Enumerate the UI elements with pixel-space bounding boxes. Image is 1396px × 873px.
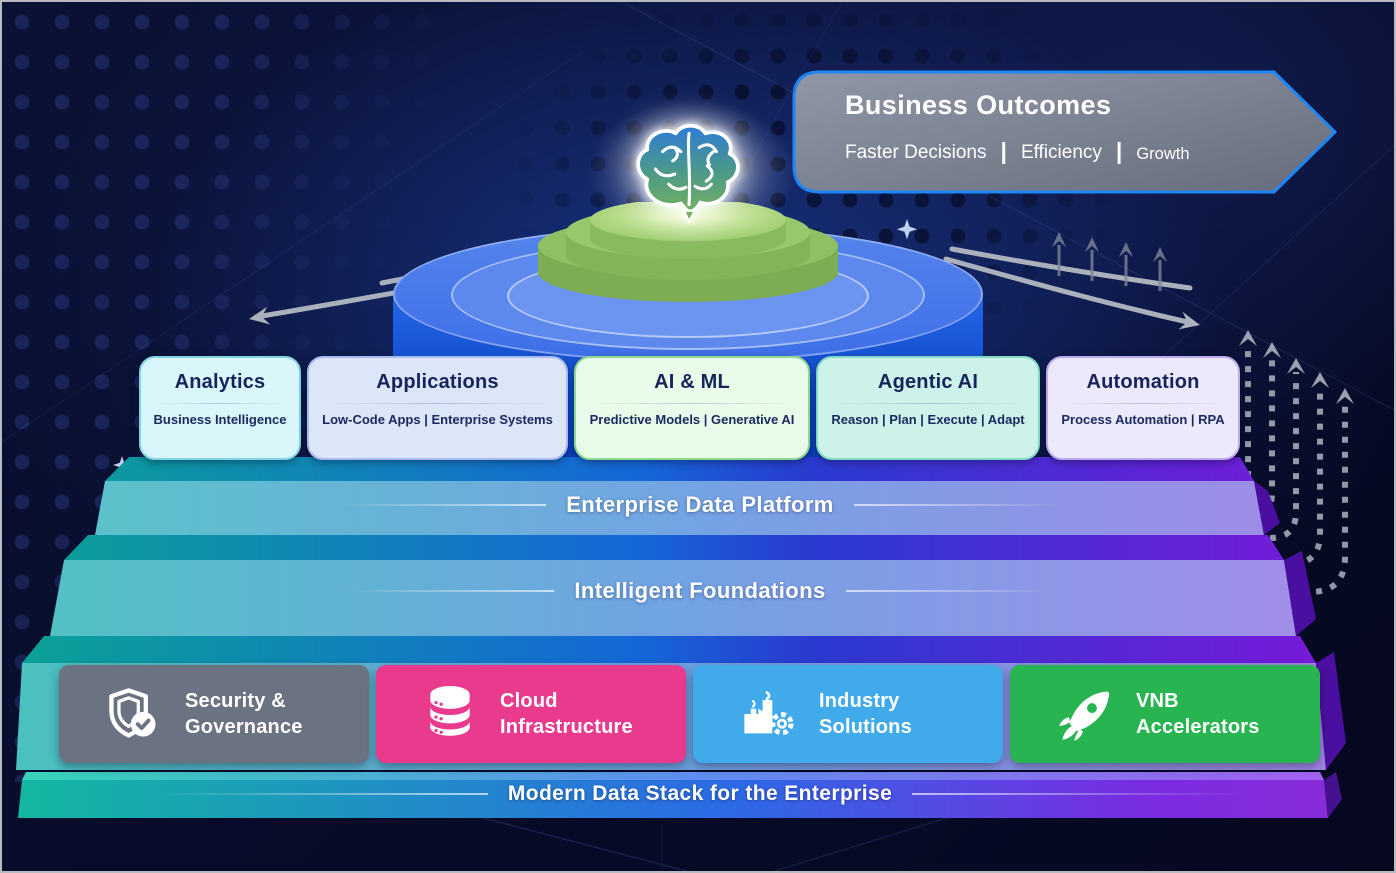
banner-item: Growth: [1136, 145, 1190, 163]
box-label: Security & Governance: [185, 688, 303, 740]
box-industry-solutions: Industry Solutions: [693, 665, 1003, 763]
card-title: Agentic AI: [877, 371, 979, 393]
intelligent-foundations-label: Intelligent Foundations: [2, 578, 1394, 604]
box-label-line2: Infrastructure: [500, 716, 633, 738]
box-label-line2: Accelerators: [1136, 716, 1260, 738]
card-title: AI & ML: [654, 371, 730, 393]
box-label-line2: Governance: [185, 716, 303, 738]
card-automation: Automation Process Automation | RPA: [1046, 356, 1240, 460]
banner-title: Business Outcomes: [845, 90, 1112, 120]
card-subtitle: Process Automation | RPA: [1061, 412, 1225, 427]
banner-item: Faster Decisions: [845, 141, 987, 163]
card-ai-ml: AI & ML Predictive Models | Generative A…: [574, 356, 810, 460]
enterprise-data-platform-label: Enterprise Data Platform: [2, 492, 1394, 518]
card-divider: [1062, 403, 1224, 404]
card-subtitle: Reason | Plan | Execute | Adapt: [831, 412, 1025, 427]
up-arrows: [1052, 232, 1167, 291]
dashed-flow-arrowheads: [1239, 330, 1354, 404]
banner-items: Faster Decisions | Efficiency | Growth: [845, 138, 1190, 166]
banner-item: Efficiency: [1020, 141, 1102, 163]
baseline-label: Modern Data Stack for the Enterprise: [2, 782, 1394, 806]
factory-icon: [744, 691, 794, 736]
card-divider: [832, 403, 1024, 404]
brain-icon: [636, 123, 740, 224]
card-agentic-ai: Agentic AI Reason | Plan | Execute | Ada…: [816, 356, 1040, 460]
card-analytics: Analytics Business Intelligence: [139, 356, 301, 460]
banner-separator: |: [1000, 138, 1007, 164]
box-cloud-infrastructure: Cloud Infrastructure: [376, 665, 686, 763]
card-subtitle: Predictive Models | Generative AI: [589, 412, 795, 427]
box-label: Industry Solutions: [819, 688, 912, 740]
box-label-line1: Security &: [185, 690, 286, 712]
box-label: Cloud Infrastructure: [500, 688, 633, 740]
box-security-governance: Security & Governance: [59, 665, 369, 763]
box-label-line2: Solutions: [819, 716, 912, 738]
card-title: Analytics: [174, 371, 266, 393]
card-title: Automation: [1086, 371, 1200, 393]
banner-text: Business Outcomes Faster Decisions | Eff…: [845, 90, 1190, 166]
card-subtitle: Business Intelligence: [153, 412, 287, 427]
box-label-line1: Industry: [819, 690, 900, 712]
card-divider: [323, 403, 552, 404]
card-divider: [590, 403, 794, 404]
card-subtitle: Low-Code Apps | Enterprise Systems: [322, 412, 553, 427]
box-label-line1: Cloud: [500, 690, 558, 712]
card-title: Applications: [376, 371, 499, 393]
banner-separator: |: [1115, 138, 1123, 164]
box-label-line1: VNB: [1136, 690, 1179, 712]
rocket-icon: [1059, 691, 1110, 741]
card-applications: Applications Low-Code Apps | Enterprise …: [307, 356, 568, 460]
shield-check-icon: [109, 688, 156, 738]
database-icon: [430, 686, 470, 736]
box-label: VNB Accelerators: [1136, 688, 1260, 740]
box-vnb-accelerators: VNB Accelerators: [1010, 665, 1320, 763]
card-divider: [155, 403, 285, 404]
